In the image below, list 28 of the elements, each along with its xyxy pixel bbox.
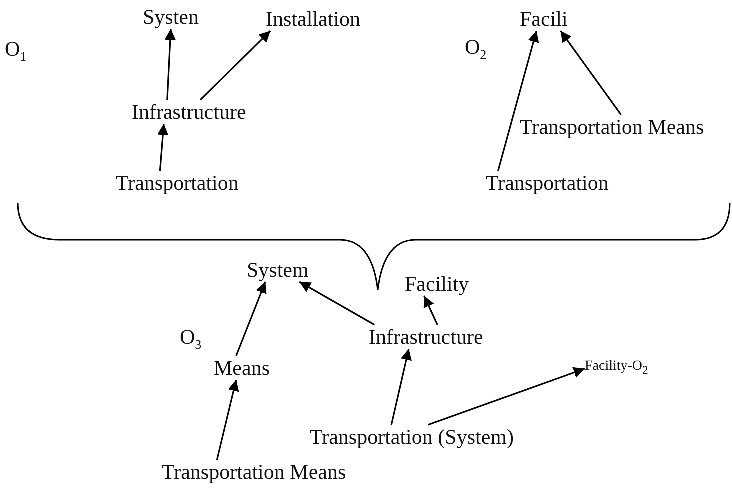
concept-label: System — [247, 258, 309, 282]
concept-label: Transportation Means — [520, 115, 704, 139]
arrow — [236, 282, 267, 356]
concept-label: Infrastructure — [369, 325, 484, 349]
concept-label: Systen — [143, 5, 200, 29]
concept-label: Transportation Means — [162, 460, 346, 484]
concept-label: Facility-O$_{2}$ — [585, 358, 648, 380]
arrow — [560, 30, 622, 116]
arrow — [200, 30, 272, 101]
arrow — [216, 380, 240, 460]
arrow — [424, 296, 438, 326]
concept-label: Transportation (System) — [310, 425, 514, 449]
arrow — [428, 367, 586, 426]
concept-label: Transportation — [116, 171, 239, 195]
concept-label: Installation — [266, 7, 360, 31]
concept-label: Facility — [405, 272, 470, 296]
concept-label: Facili — [520, 7, 568, 31]
concept-label: Infrastructure — [132, 100, 246, 124]
concept-label: Transportation — [486, 171, 609, 195]
arrow — [299, 281, 376, 326]
group-label: O$_{2}$ — [465, 35, 487, 64]
arrow — [498, 30, 540, 172]
arrow — [390, 348, 412, 426]
arrow — [164, 28, 176, 100]
concept-label: Means — [214, 356, 270, 380]
group-label: O$_{3}$ — [180, 325, 202, 354]
arrow — [158, 124, 169, 172]
group-label: O$_{1}$ — [5, 37, 27, 66]
